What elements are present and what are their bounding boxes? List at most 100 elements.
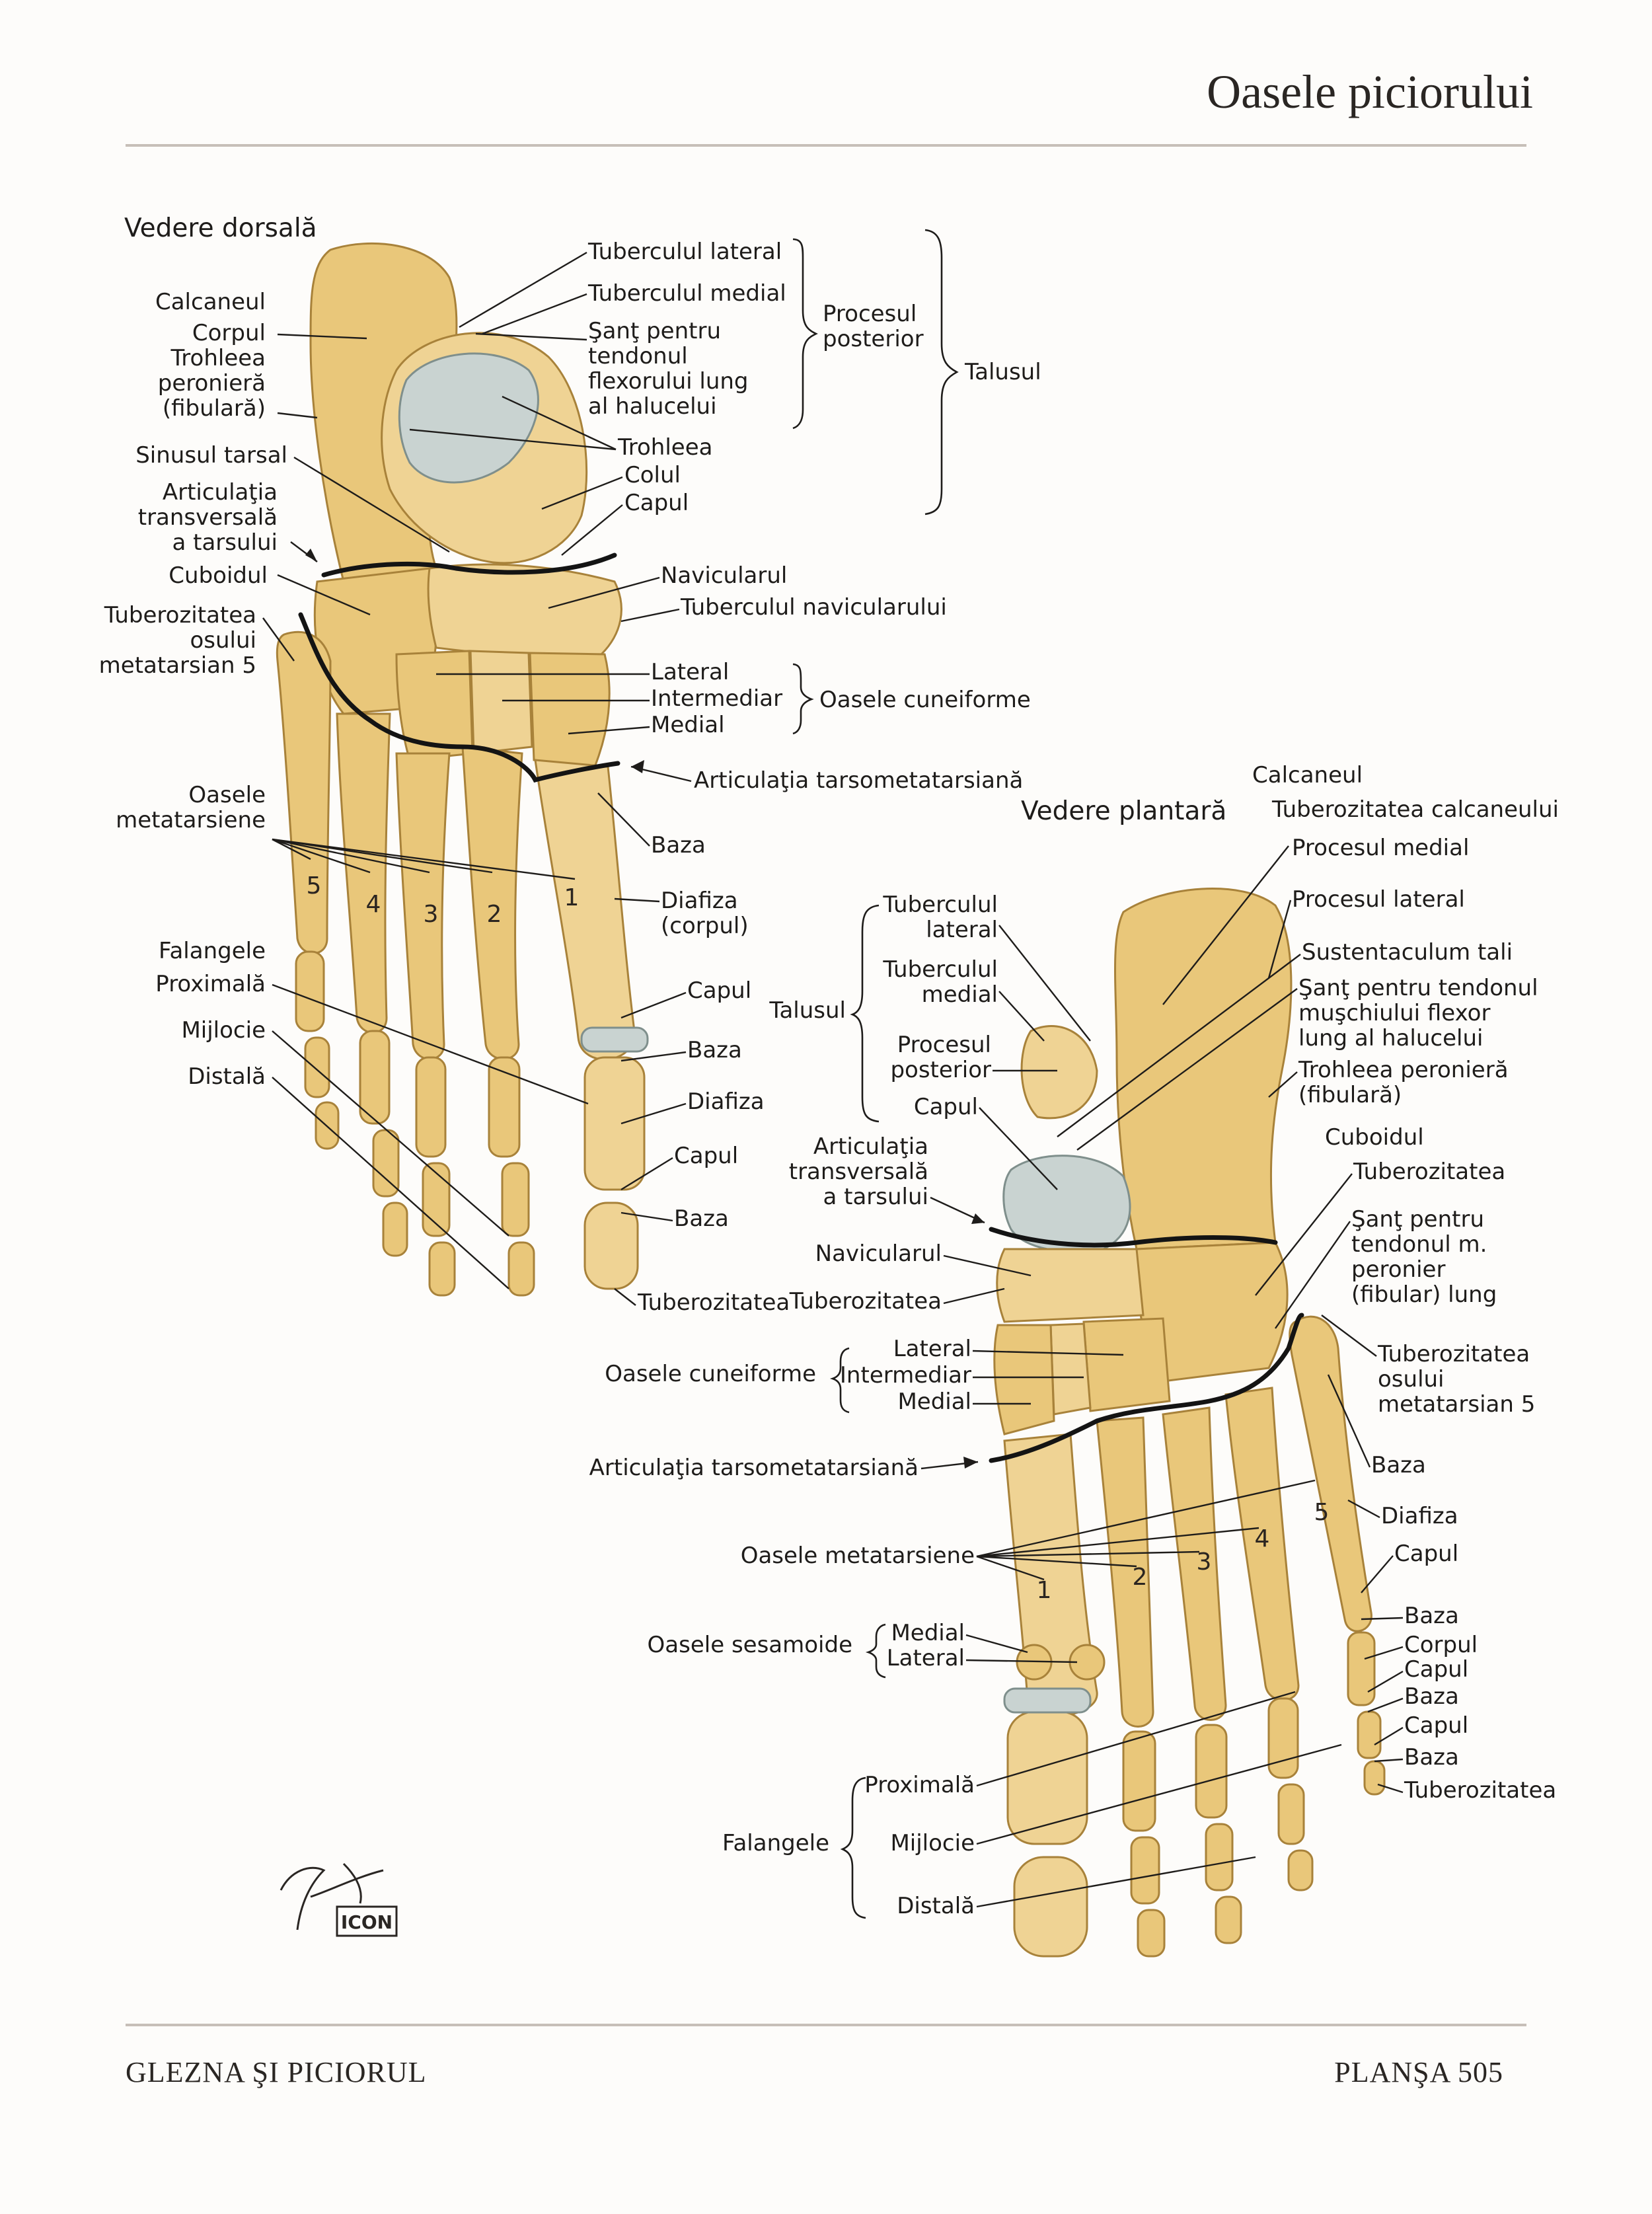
label-p-corpul: Corpul: [1404, 1632, 1478, 1658]
label-capul-falanga: Capul: [674, 1143, 738, 1169]
metatarsal-number-2: 2: [487, 901, 502, 928]
label-diafiza-mt1: Diafiza: [661, 888, 738, 914]
plantar-left-labels: Tuberculul lateral Tuberculul medial Pro…: [589, 892, 998, 1919]
footer-section: GLEZNA ŞI PICIORUL: [126, 2056, 427, 2088]
label-a-tarsului: a tarsului: [172, 529, 278, 556]
label-baza-falanga: Baza: [687, 1037, 742, 1063]
label-p-diafiza: Diafiza: [1381, 1503, 1458, 1529]
label-calcaneul: Calcaneul: [155, 289, 266, 315]
label-p-capul-mt5: Capul: [1394, 1541, 1458, 1567]
artist-signature: ICON: [280, 1862, 398, 1937]
label-al-halucelui: al halucelui: [588, 393, 717, 420]
dorsal-metatarsal-numbers: 5 4 3 2 1: [272, 838, 579, 928]
label-p-posterior: posterior: [890, 1057, 991, 1083]
plantar-tarsometatarsal-joint: [989, 1313, 1304, 1463]
label-tuberculul-navicularului: Tuberculul navicularului: [680, 594, 947, 621]
label-corpul-mt1: (corpul): [661, 913, 749, 939]
label-p-a-tarsului: a tarsului: [823, 1184, 929, 1210]
label-p-metatarsian-5: metatarsian 5: [1378, 1391, 1535, 1418]
plantar-metatarsal-2: [1096, 1416, 1154, 1728]
label-flexorului-lung: flexorului lung: [588, 368, 749, 395]
plantar-lateral-cuneiform: [1082, 1317, 1171, 1412]
label-cuneiform-medial: Medial: [651, 712, 725, 738]
label-tuberculul-medial: Tuberculul medial: [587, 280, 786, 307]
metatarsal-number-5: 5: [307, 872, 322, 899]
label-p-baza-2: Baza: [1404, 1603, 1459, 1629]
label-cuneiform-intermediar: Intermediar: [651, 685, 782, 712]
label-p-distala: Distală: [897, 1893, 975, 1919]
label-p-tub-lateral: Tuberculul: [882, 892, 998, 918]
label-p-sant-peronier-3: peronier: [1351, 1256, 1445, 1283]
label-sant-pentru: Şanţ pentru: [588, 318, 721, 344]
dorsal-transverse-tarsal-joint: [321, 553, 617, 578]
label-oasele: Oasele: [188, 782, 266, 808]
label-articulatia-tarsometatarsiana: Articulaţia tarsometatarsiană: [694, 767, 1023, 794]
dorsal-right-labels: Tuberculul lateral Tuberculul medial Şan…: [587, 239, 1023, 1316]
label-cuneiform-lateral: Lateral: [651, 659, 729, 685]
metatarsal-4: [336, 712, 391, 1034]
label-transversala: transversală: [138, 504, 278, 531]
page-title: Oasele piciorului: [1207, 65, 1533, 118]
plantar-talus-posterior-process: [1020, 1025, 1098, 1120]
label-p-ses-lateral: Lateral: [887, 1645, 965, 1671]
label-p-sant-peronier-1: Şanţ pentru: [1351, 1206, 1484, 1233]
label-p-sant-2: muşchiului flexor: [1298, 1000, 1490, 1026]
dorsal-left-leaders: [262, 333, 589, 1289]
label-p-oasele-sesamoide: Oasele sesamoide: [648, 1632, 852, 1658]
label-talusul: Talusul: [964, 359, 1041, 385]
dorsal-right-leaders: [409, 251, 692, 1306]
label-p-procesul-lateral: Procesul lateral: [1292, 886, 1465, 913]
label-p-sant-peronier-4: (fibular) lung: [1351, 1281, 1497, 1308]
label-p-trohleea: Trohleea peronieră: [1298, 1057, 1509, 1083]
plantar-medial-cuneiform: [993, 1324, 1055, 1435]
label-p-tuberozitatea-navicular: Tuberozitatea: [789, 1288, 942, 1315]
label-p-sant-peronier-2: tendonul m.: [1351, 1231, 1487, 1258]
plantar-metatarsal-number-3: 3: [1197, 1548, 1212, 1576]
label-p-osului: osului: [1378, 1366, 1445, 1393]
label-tuberozitatea-distala: Tuberozitatea: [637, 1289, 790, 1316]
label-p-cuneiform-medial: Medial: [897, 1389, 971, 1415]
plantar-metatarsal-number-5: 5: [1314, 1499, 1330, 1526]
label-distala: Distală: [188, 1063, 266, 1090]
medial-cuneiform: [529, 652, 611, 768]
plantar-calcaneus: [1114, 888, 1293, 1250]
label-trohleea: Trohleea: [170, 345, 266, 371]
label-procesul: Procesul: [823, 301, 917, 327]
plantar-intermediate-cuneiform: [1049, 1322, 1092, 1416]
dorsal-left-labels: Calcaneul Corpul Trohleea peronieră (fib…: [99, 289, 287, 1090]
label-trohleea-fibulara: (fibulară): [163, 395, 266, 422]
label-p-baza-4: Baza: [1404, 1744, 1459, 1771]
plantar-metatarsal-number-1: 1: [1037, 1577, 1052, 1604]
label-p-tuberozitatea-calcaneului: Tuberozitatea calcaneului: [1271, 796, 1559, 823]
label-p-capul-3: Capul: [1404, 1712, 1468, 1739]
label-cuboidul: Cuboidul: [169, 562, 268, 589]
label-p-talusul: Talusul: [769, 997, 846, 1024]
plantar-phalanges: [1003, 1631, 1386, 1958]
dorsal-tarsometatarsal-joint: [298, 612, 620, 783]
label-p-transversala: transversală: [789, 1159, 928, 1185]
talus-trochlea: [398, 352, 539, 484]
label-articulatia: Articulaţia: [163, 479, 278, 506]
plantar-metatarsal-number-4: 4: [1255, 1525, 1270, 1552]
label-p-articulatia-tm: Articulaţia tarsometatarsiană: [589, 1455, 919, 1481]
label-p-tub-medial: Tuberculul: [882, 956, 998, 983]
label-p-navicularul: Navicularul: [815, 1241, 942, 1267]
plantar-right-labels: Calcaneul Tuberozitatea calcaneului Proc…: [1252, 762, 1559, 1804]
label-p-baza-3: Baza: [1404, 1683, 1459, 1710]
plantar-transverse-tarsal-joint: [989, 1227, 1278, 1248]
metatarsal-number-3: 3: [424, 901, 439, 928]
label-corpul: Corpul: [192, 320, 266, 346]
icon-logo-box: [336, 1905, 398, 1937]
plantar-right-leaders: [1057, 845, 1404, 1794]
label-tendonul: tendonul: [588, 343, 688, 369]
label-tuberculul-lateral: Tuberculul lateral: [587, 239, 782, 265]
dorsal-view-heading: Vedere dorsală: [124, 213, 317, 243]
label-oasele-cuneiforme: Oasele cuneiforme: [819, 687, 1031, 713]
plantar-braces: [829, 904, 886, 1919]
label-p-sant-3: lung al halucelui: [1298, 1025, 1483, 1051]
plantar-left-leaders: [920, 925, 1342, 1908]
label-p-capul-talus: Capul: [914, 1094, 978, 1120]
label-p-falangele: Falangele: [722, 1830, 829, 1856]
plantar-foot-drawing: [989, 888, 1386, 1958]
plantar-metatarsal-3: [1162, 1406, 1227, 1721]
